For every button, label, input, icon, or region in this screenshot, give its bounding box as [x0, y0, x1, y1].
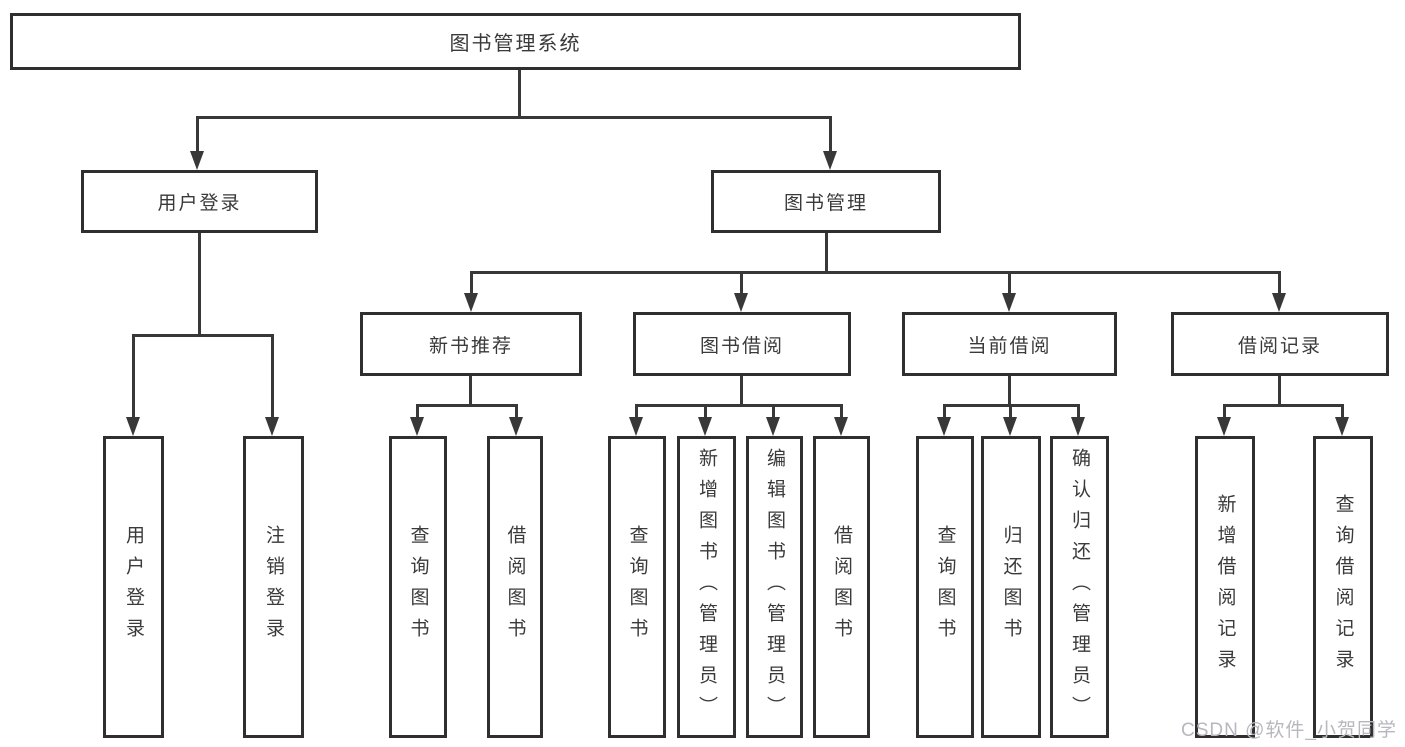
leaf-add-borrow-record: 新增借阅记录: [1195, 436, 1255, 738]
leaf-label: 新增借阅记录: [1214, 494, 1236, 680]
connector-line: [198, 233, 201, 336]
connector-line: [1278, 376, 1281, 406]
connector-line: [469, 376, 472, 406]
leaf-label: 用户登录: [123, 525, 144, 649]
arrow-down-icon: [126, 417, 140, 436]
leaf-label: 借阅图书: [831, 525, 852, 649]
node-new-book-recommendation: 新书推荐: [360, 312, 582, 376]
leaf-return-books: 归还图书: [981, 436, 1041, 738]
arrow-down-icon: [410, 417, 424, 436]
connector-line: [840, 404, 843, 419]
leaf-query-books-current: 查询图书: [916, 436, 974, 738]
connector-line: [515, 404, 518, 419]
leaf-edit-books-admin: 编辑图书（管理员）: [746, 436, 803, 738]
node-label: 图书管理: [783, 193, 868, 214]
connector-line: [829, 116, 832, 152]
node-book-borrowing: 图书借阅: [633, 312, 851, 376]
connector-line: [635, 404, 843, 407]
arrow-down-icon: [937, 417, 951, 436]
connector-line: [271, 334, 274, 418]
leaf-user-login: 用户登录: [103, 436, 164, 738]
connector-line: [470, 271, 473, 295]
watermark: CSDN @软件_小贺同学: [1181, 720, 1397, 741]
arrow-down-icon: [1335, 417, 1349, 436]
node-label: 图书借阅: [699, 335, 784, 357]
arrow-down-icon: [1003, 417, 1017, 436]
arrow-down-icon: [1217, 417, 1231, 436]
leaf-query-books-recommend: 查询图书: [389, 436, 447, 738]
node-label: 借阅记录: [1237, 335, 1322, 357]
connector-line: [1278, 271, 1281, 295]
arrow-down-icon: [190, 151, 204, 170]
leaf-query-books-borrowing: 查询图书: [608, 436, 666, 738]
arrow-down-icon: [698, 417, 712, 436]
connector-line: [196, 116, 832, 119]
leaf-label: 确认归还（管理员）: [1069, 447, 1090, 727]
leaf-borrow-books-recommend: 借阅图书: [487, 436, 543, 738]
arrow-down-icon: [1002, 293, 1016, 312]
node-label: 图书管理系统: [449, 33, 582, 55]
leaf-label: 新增图书（管理员）: [696, 447, 717, 727]
arrow-down-icon: [1272, 293, 1286, 312]
connector-line: [1008, 376, 1011, 406]
node-current-borrowing: 当前借阅: [902, 312, 1117, 376]
arrow-down-icon: [464, 293, 478, 312]
arrow-down-icon: [1071, 417, 1085, 436]
leaf-label: 查询借阅记录: [1332, 494, 1354, 680]
node-library-management-system: 图书管理系统: [10, 13, 1021, 70]
connector-line: [1008, 271, 1011, 295]
leaf-borrow-books-borrowing: 借阅图书: [813, 436, 870, 738]
node-label: 用户登录: [157, 193, 242, 214]
node-borrowing-records: 借阅记录: [1171, 312, 1389, 376]
connector-line: [416, 404, 419, 419]
leaf-add-books-admin: 新增图书（管理员）: [677, 436, 736, 738]
connector-line: [1341, 404, 1344, 419]
node-book-management: 图书管理: [711, 170, 941, 233]
node-user-login: 用户登录: [81, 170, 318, 233]
connector-line: [704, 404, 707, 419]
connector-line: [132, 334, 274, 337]
connector-line: [470, 271, 1281, 274]
arrow-down-icon: [834, 417, 848, 436]
connector-line: [825, 233, 828, 274]
leaf-confirm-return-admin: 确认归还（管理员）: [1050, 436, 1109, 738]
leaf-label: 编辑图书（管理员）: [764, 447, 785, 727]
leaf-query-borrow-record: 查询借阅记录: [1313, 436, 1373, 738]
arrow-down-icon: [265, 417, 279, 436]
leaf-logout: 注销登录: [243, 436, 304, 738]
connector-line: [1077, 404, 1080, 419]
connector-line: [1223, 404, 1226, 419]
leaf-label: 归还图书: [1000, 525, 1022, 649]
arrow-down-icon: [766, 417, 780, 436]
connector-line: [416, 404, 518, 407]
connector-line: [518, 70, 521, 118]
arrow-down-icon: [823, 151, 837, 170]
node-label: 新书推荐: [428, 335, 513, 357]
connector-line: [132, 334, 135, 418]
arrow-down-icon: [734, 293, 748, 312]
leaf-label: 查询图书: [626, 525, 648, 649]
connector-line: [943, 404, 946, 419]
leaf-label: 查询图书: [407, 525, 429, 649]
leaf-label: 查询图书: [934, 525, 956, 649]
connector-line: [635, 404, 638, 419]
connector-line: [740, 271, 743, 295]
connector-line: [772, 404, 775, 419]
connector-line: [1223, 404, 1344, 407]
arrow-down-icon: [509, 417, 523, 436]
connector-line: [740, 376, 743, 406]
leaf-label: 注销登录: [263, 525, 284, 649]
arrow-down-icon: [629, 417, 643, 436]
connector-line: [1009, 404, 1012, 419]
leaf-label: 借阅图书: [504, 525, 526, 649]
node-label: 当前借阅: [967, 335, 1052, 357]
connector-line: [196, 116, 199, 152]
